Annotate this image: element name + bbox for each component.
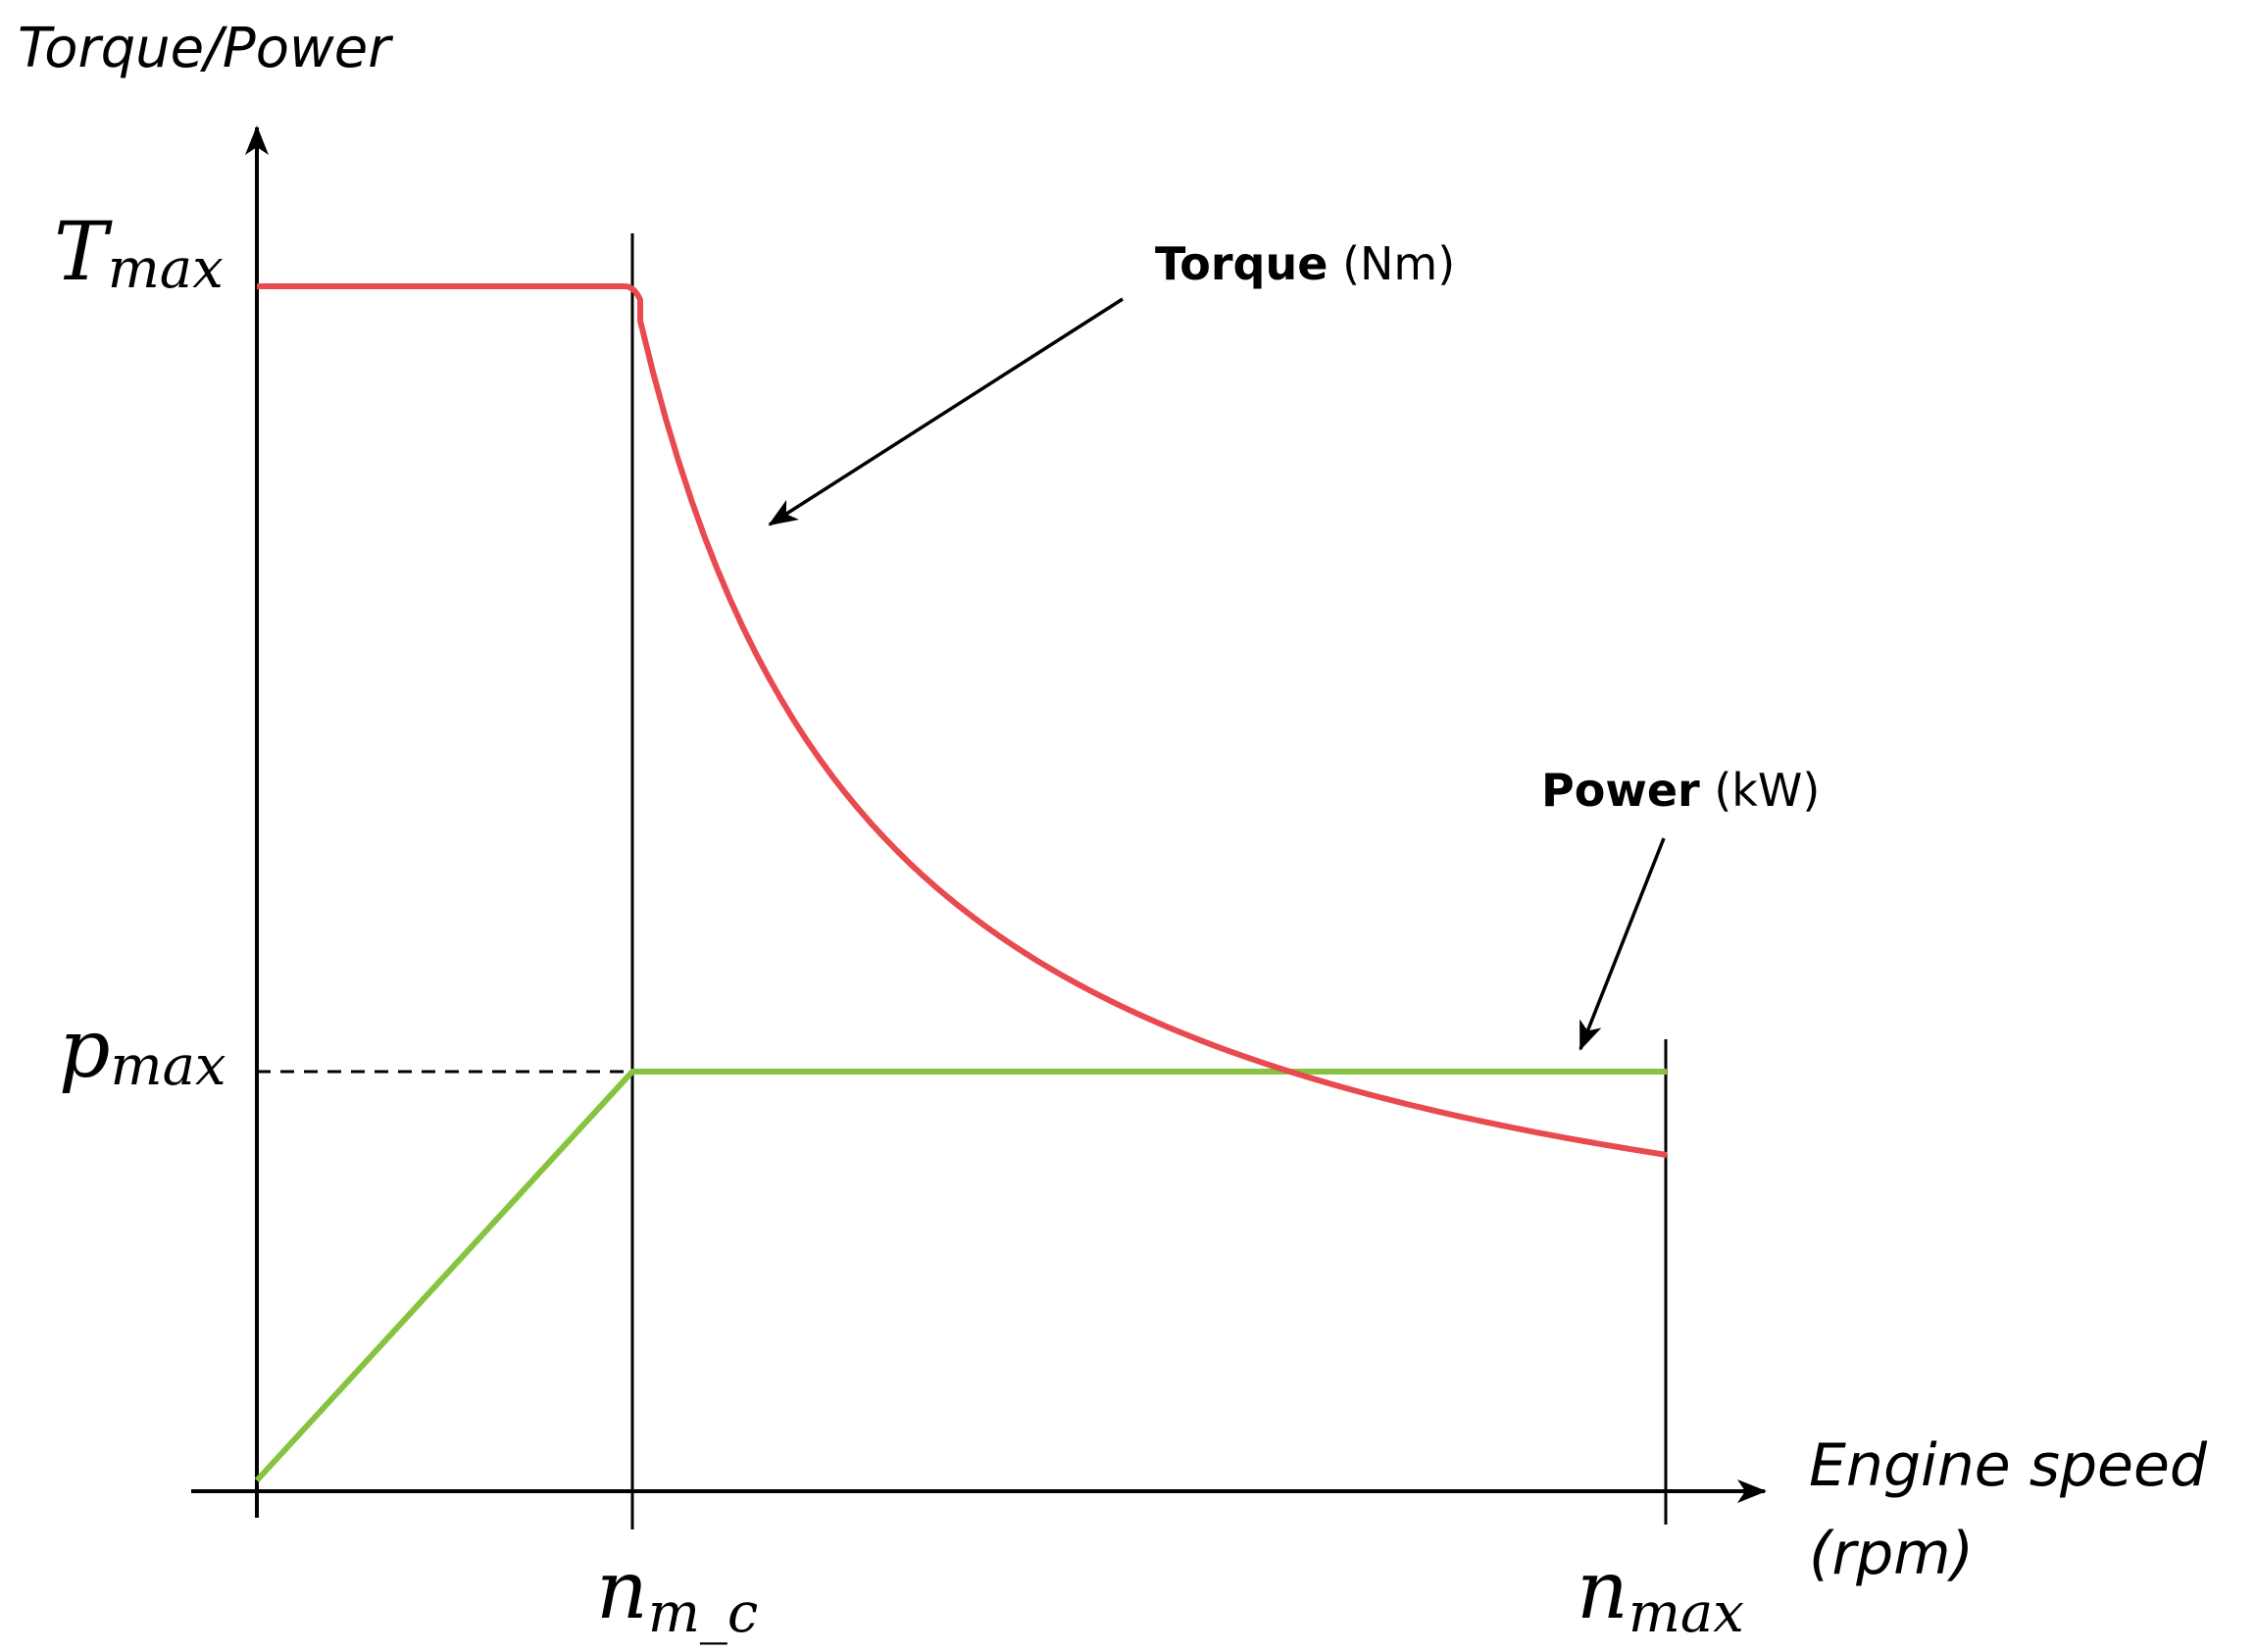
x-axis-label-line2: (rpm): [1809, 1520, 1974, 1588]
x-axis-label-line1: Engine speed: [1809, 1431, 2208, 1500]
torque-annotation: Torque (Nm): [1155, 237, 1455, 290]
torque-curve: [257, 283, 1668, 1158]
n-mc-label: nm_c: [596, 1544, 758, 1645]
y-axis-label: Torque/Power: [18, 17, 393, 80]
n-max-label: nmax: [1577, 1544, 1744, 1645]
power-annotation: Power (kW): [1541, 764, 1820, 817]
torque-arrow: [768, 297, 1124, 526]
power-curve: [254, 1069, 1667, 1483]
t-max-label: Tmax: [54, 206, 224, 301]
power-arrow: [1578, 837, 1666, 1051]
p-max-label: pmax: [59, 1003, 226, 1098]
